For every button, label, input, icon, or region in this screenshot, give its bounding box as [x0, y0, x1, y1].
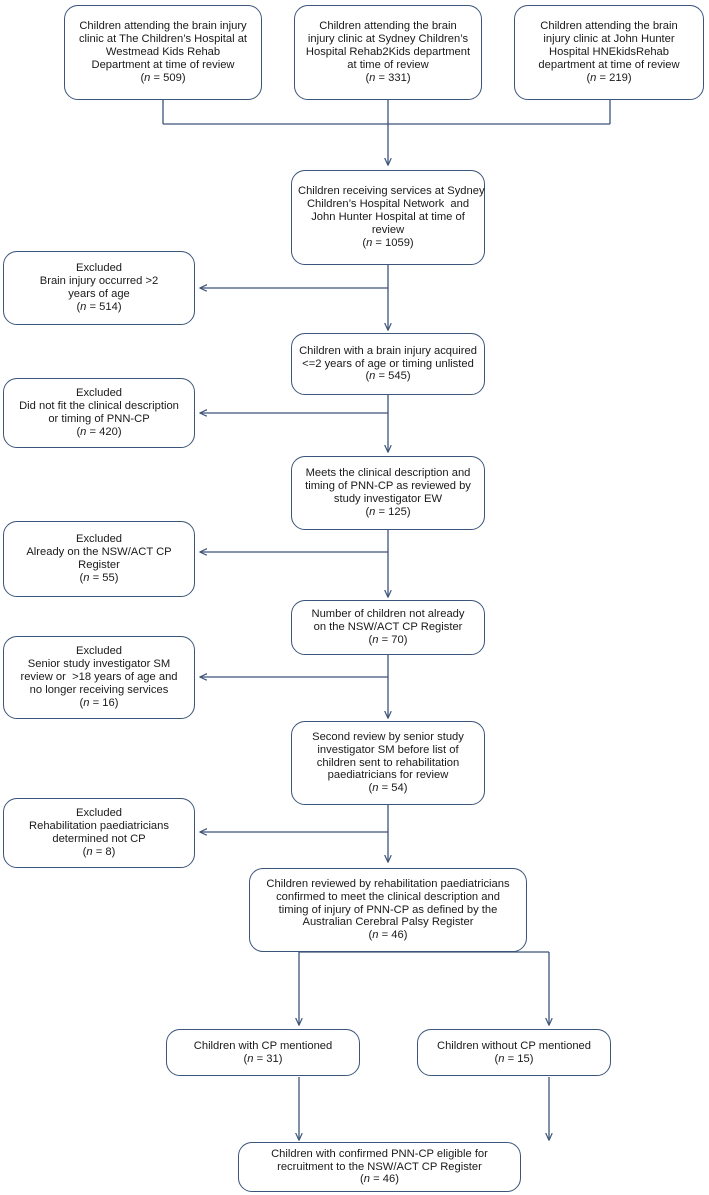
node-count: (n = 331)	[365, 71, 411, 84]
node-line: at time of review	[347, 58, 429, 71]
node-line: Number of children not already	[311, 608, 465, 621]
node-line: Children with confirmed PNN-CP eligible …	[271, 1147, 488, 1160]
node-line: Children attending the brain	[319, 20, 457, 33]
node-line: Department at time of review	[91, 58, 235, 71]
node-source-sydney[interactable]: Children attending the brain injury clin…	[294, 5, 482, 100]
node-count: (n = 219)	[586, 71, 632, 84]
node-line: Excluded	[75, 262, 123, 275]
node-count: (n = 8)	[82, 845, 116, 858]
node-line: Excluded	[75, 533, 123, 546]
node-line: confirmed to meet the clinical descripti…	[276, 890, 500, 903]
node-count: (n = 46)	[368, 929, 408, 942]
node-line: Excluded	[75, 645, 123, 658]
node-line: study investigator EW	[333, 493, 443, 505]
node-line: Children reviewed by rehabilitation paed…	[266, 877, 510, 890]
node-line: investigator SM before list of	[317, 743, 459, 756]
node-acquired-under-two[interactable]: Children with a brain injury acquired <=…	[291, 333, 485, 395]
node-line: Children attending the brain injury	[79, 20, 247, 33]
node-not-on-register[interactable]: Number of children not already on the NS…	[291, 600, 485, 655]
node-line: Children’s Hospital Network and	[306, 198, 470, 211]
node-line: department at time of review	[538, 58, 680, 71]
node-excluded-already-registered[interactable]: Excluded Already on the NSW/ACT CP Regis…	[3, 521, 195, 597]
node-line: timing of PNN-CP as reviewed by	[305, 480, 471, 493]
node-count: (n = 509)	[140, 71, 186, 84]
node-line: Already on the NSW/ACT CP	[26, 546, 172, 559]
node-line: Hospital Rehab2Kids department	[305, 46, 471, 58]
node-count: (n = 70)	[368, 633, 408, 646]
node-line: Meets the clinical description and	[305, 467, 471, 480]
node-excluded-not-cp[interactable]: Excluded Rehabilitation paediatricians d…	[3, 798, 195, 868]
node-line: Children receiving services at Sydney	[298, 185, 485, 198]
node-second-review[interactable]: Second review by senior study investigat…	[291, 721, 485, 805]
node-source-westmead[interactable]: Children attending the brain injury clin…	[64, 5, 262, 100]
node-line: recruitment to the NSW/ACT CP Register	[277, 1160, 482, 1173]
node-line: <=2 years of age or timing unlisted	[302, 357, 474, 370]
node-excluded-senior-review[interactable]: Excluded Senior study investigator SM re…	[3, 636, 195, 719]
node-line: Second review by senior study	[312, 730, 464, 743]
node-line: Senior study investigator SM	[27, 658, 171, 671]
node-confirmed-pnncp[interactable]: Children reviewed by rehabilitation paed…	[249, 868, 527, 952]
node-count: (n = 31)	[243, 1052, 283, 1065]
node-line: clinic at The Children’s Hospital at	[78, 33, 248, 46]
node-line: John Hunter Hospital at time of	[311, 211, 465, 223]
node-line: Hospital HNEkidsRehab	[548, 46, 669, 58]
node-line: or timing of PNN-CP	[48, 413, 150, 425]
node-count: (n = 54)	[368, 782, 408, 795]
node-count: (n = 514)	[76, 300, 122, 313]
node-count: (n = 46)	[360, 1173, 399, 1186]
node-line: Excluded	[75, 807, 123, 820]
node-line: Children without CP mentioned	[436, 1039, 592, 1052]
node-excluded-clinical-description[interactable]: Excluded Did not fit the clinical descri…	[3, 378, 195, 448]
node-line: Excluded	[75, 387, 123, 400]
node-count: (n = 420)	[76, 425, 122, 438]
node-count: (n = 55)	[79, 571, 119, 584]
node-eligible-final[interactable]: Children with confirmed PNN-CP eligible …	[238, 1142, 521, 1192]
node-line: review	[371, 223, 405, 236]
node-count: (n = 125)	[365, 505, 411, 518]
node-count: (n = 15)	[494, 1052, 534, 1065]
node-line: Children with CP mentioned	[193, 1039, 333, 1052]
node-line: review or >18 years of age and	[20, 671, 178, 683]
node-line: Westmead Kids Rehab	[105, 46, 221, 58]
node-line: determined not CP	[52, 833, 146, 845]
node-line: no longer receiving services	[29, 683, 169, 696]
node-line: on the NSW/ACT CP Register	[313, 621, 463, 633]
node-line: Children with a brain injury acquired	[299, 344, 477, 357]
node-meets-clinical-description[interactable]: Meets the clinical description and timin…	[291, 456, 485, 530]
node-line: injury clinic at Sydney Children’s	[307, 33, 469, 46]
node-line: timing of injury of PNN-CP as defined by…	[278, 903, 498, 916]
node-source-johnhunter[interactable]: Children attending the brain injury clin…	[514, 5, 704, 100]
node-count: (n = 1059)	[362, 236, 414, 249]
node-combined-cohort[interactable]: Children receiving services at Sydney Ch…	[291, 170, 485, 265]
node-line: Register	[78, 559, 120, 571]
node-line: paediatricians for review	[327, 769, 449, 782]
node-count: (n = 545)	[365, 370, 411, 383]
node-line: Australian Cerebral Palsy Register	[302, 916, 474, 929]
node-line: injury clinic at John Hunter	[543, 33, 675, 46]
node-cp-not-mentioned[interactable]: Children without CP mentioned (n = 15)	[417, 1029, 611, 1076]
node-line: children sent to rehabilitation	[316, 756, 460, 769]
node-line: Rehabilitation paediatricians	[29, 820, 169, 833]
node-count: (n = 16)	[79, 696, 119, 709]
node-line: years of age	[68, 288, 130, 300]
node-line: Children attending the brain	[540, 20, 678, 33]
node-cp-mentioned[interactable]: Children with CP mentioned (n = 31)	[166, 1029, 360, 1076]
node-line: Brain injury occurred >2	[39, 275, 159, 288]
node-excluded-brain-injury-age[interactable]: Excluded Brain injury occurred >2 years …	[3, 251, 195, 325]
node-line: Did not fit the clinical description	[19, 400, 179, 413]
